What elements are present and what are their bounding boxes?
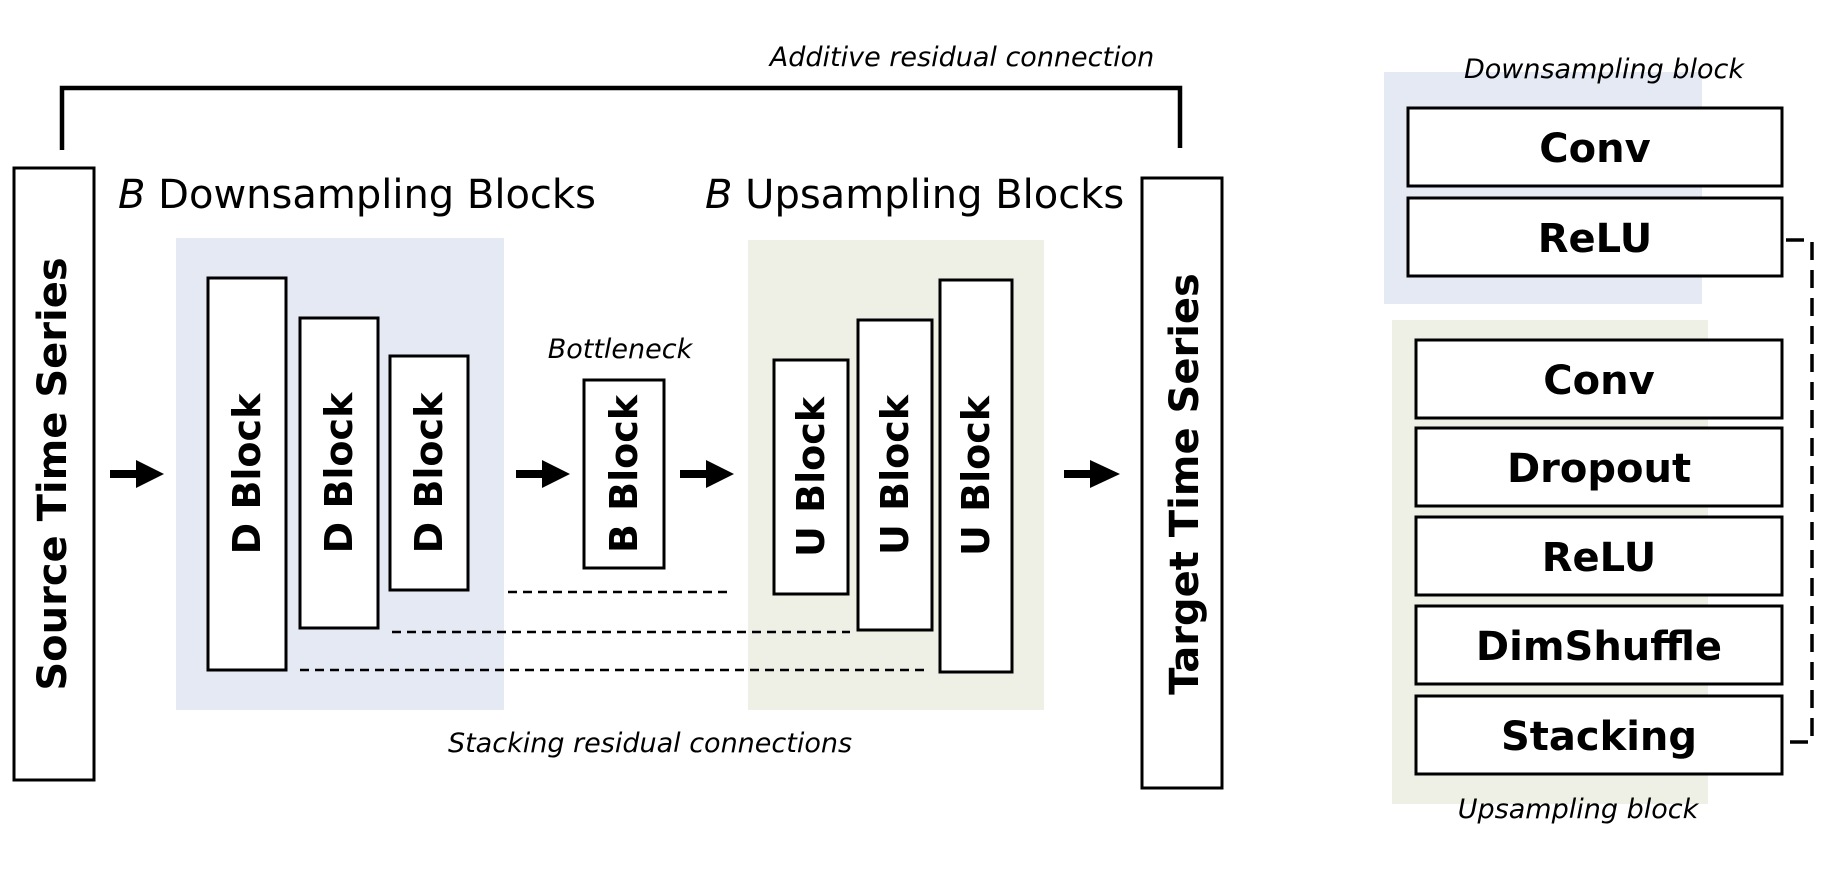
u-block-box (938, 278, 1014, 674)
d-block-label: D Block (225, 393, 269, 554)
layer-label: Conv (1539, 126, 1650, 172)
upsampling-block-legend-title: Upsampling block (1458, 794, 1700, 825)
layer-box (1414, 338, 1784, 420)
source-time-series-box (12, 166, 96, 782)
additive-residual-connection-line (59, 85, 1183, 150)
u-block-box (856, 318, 934, 632)
u-block-label: U Block (789, 396, 833, 557)
layer-label: DimShuffle (1476, 624, 1722, 670)
layer-label: ReLU (1538, 216, 1652, 262)
downsampling-block-legend-title: Downsampling block (1464, 54, 1745, 85)
d-block-label: D Block (317, 392, 361, 553)
stacking-residual-connections-label: Stacking residual connections (448, 728, 852, 759)
arrow-right-icon (680, 460, 734, 488)
d-block-box (388, 354, 470, 592)
u-block-label: U Block (954, 395, 998, 556)
layer-box (1414, 694, 1784, 776)
layer-label: ReLU (1542, 535, 1656, 581)
u-block-box (772, 358, 850, 596)
target-time-series-box (1140, 176, 1224, 790)
layer-label: Dropout (1507, 446, 1691, 492)
b-block-box (582, 378, 666, 570)
d-block-box (206, 276, 288, 672)
d-block-box (298, 316, 380, 630)
layer-box (1414, 426, 1784, 508)
source-time-series-label: Source Time Series (30, 257, 76, 690)
arrow-right-icon (516, 460, 570, 488)
additive-residual-connection-label: Additive residual connection (768, 42, 1154, 73)
relu-to-stacking-link-line (1786, 238, 1814, 744)
arrow-right-icon (1064, 460, 1120, 488)
layer-box (1414, 604, 1784, 686)
layer-label: Stacking (1501, 714, 1697, 760)
layer-box (1406, 196, 1784, 278)
u-block-label: U Block (873, 394, 917, 555)
d-block-label: D Block (407, 392, 451, 553)
layer-label: Conv (1543, 358, 1654, 404)
layer-box (1414, 515, 1784, 597)
upsampling-blocks-header: B Upsampling Blocks (705, 172, 1124, 218)
target-time-series-label: Target Time Series (1162, 273, 1208, 695)
b-block-label: B Block (602, 394, 646, 553)
layer-box (1406, 106, 1784, 188)
arrow-right-icon (110, 460, 164, 488)
bottleneck-label: Bottleneck (548, 334, 694, 365)
downsampling-blocks-header: B Downsampling Blocks (118, 172, 596, 218)
